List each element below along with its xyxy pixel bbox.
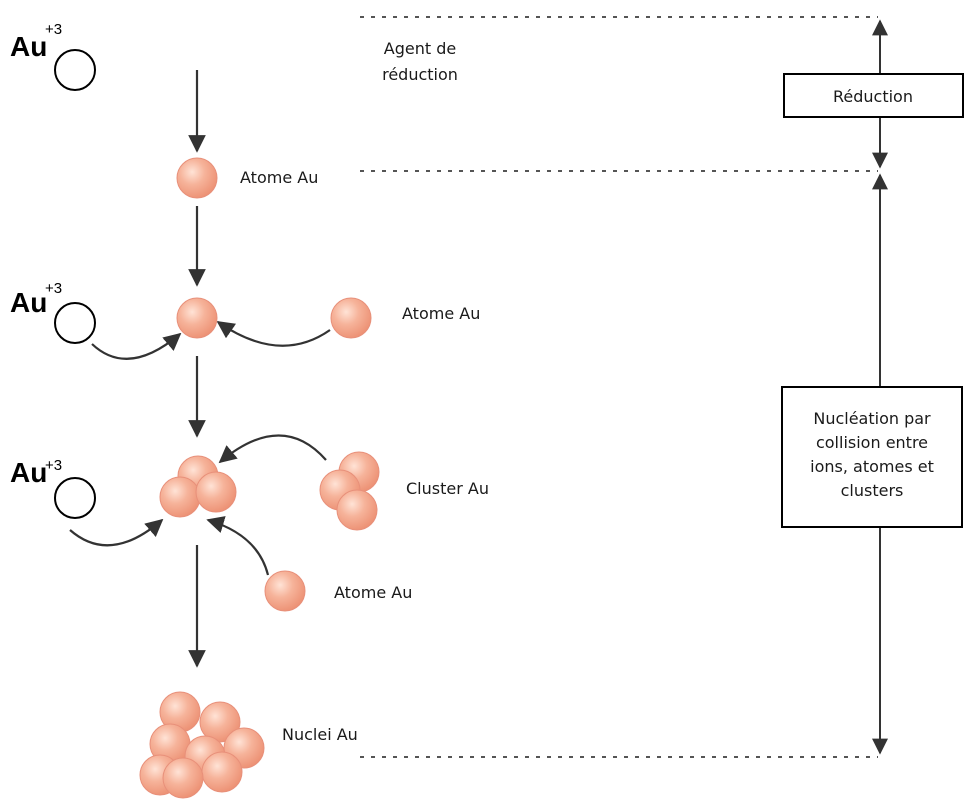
atom-label-2: Atome Au: [402, 304, 480, 323]
cluster-collision-arrow: [218, 434, 327, 464]
nucleation-stage-line: ions, atomes et: [810, 457, 934, 476]
cluster-label: Cluster Au: [406, 479, 489, 498]
gold-ion-3: Au +3: [10, 457, 96, 519]
ion-collision-arrow-1: [91, 332, 182, 360]
reducing-agent-label-line1: Agent de: [384, 39, 456, 58]
gold-atom: [330, 297, 372, 339]
atom-label-1: Atome Au: [240, 168, 318, 187]
ion-charge: +3: [45, 280, 62, 297]
reducing-agent-label-line2: réduction: [382, 65, 458, 84]
gold-atom: [176, 297, 218, 339]
gold-ion-2: Au +3: [10, 280, 96, 344]
atom-join-arrow: [206, 516, 270, 576]
gold-cluster-center: [159, 455, 237, 518]
nucleation-stage-line: Nucléation par: [813, 409, 931, 428]
gold-ion-1: Au +3: [10, 21, 96, 91]
gold-atom: [264, 570, 306, 612]
ion-charge: +3: [45, 457, 62, 474]
nuclei-label: Nuclei Au: [282, 725, 358, 744]
ion-circle: [54, 302, 96, 344]
atom-collision-arrow: [216, 320, 331, 347]
reduction-stage-label: Réduction: [833, 87, 913, 106]
ion-charge: +3: [45, 21, 62, 38]
nucleation-stage-line: collision entre: [816, 433, 928, 452]
atom-label-3: Atome Au: [334, 583, 412, 602]
nucleation-stage-line: clusters: [841, 481, 904, 500]
ion-circle: [54, 49, 96, 91]
gold-atom: [176, 157, 218, 199]
gold-cluster-right: [319, 451, 380, 531]
ion-collision-arrow-2: [69, 518, 164, 547]
reduction-stage-box: Réduction: [783, 73, 964, 118]
gold-nuclei: [139, 691, 265, 799]
ion-symbol: Au: [10, 31, 47, 62]
ion-symbol: Au: [10, 287, 47, 318]
ion-circle: [54, 477, 96, 519]
ion-symbol: Au: [10, 457, 47, 488]
nucleation-stage-box: Nucléation par collision entre ions, ato…: [781, 386, 963, 528]
